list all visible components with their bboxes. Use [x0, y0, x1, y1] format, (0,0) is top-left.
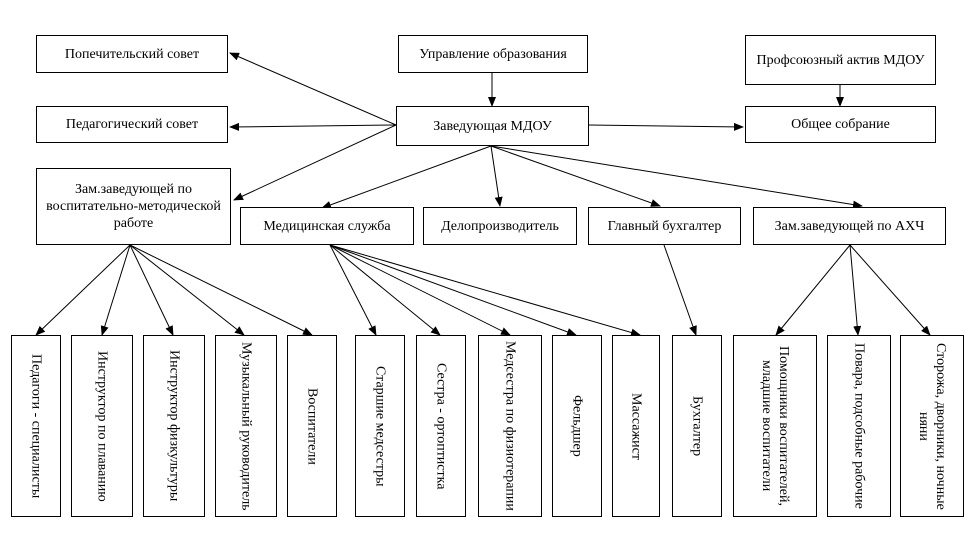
node-board-of-trustees: Попечительский совет — [36, 35, 228, 73]
arrow-dh-to-staff-12 — [775, 244, 851, 336]
arrow-dm-to-staff-2 — [100, 244, 131, 336]
node-label: Сторожа, дворники, ночные няни — [916, 342, 948, 510]
node-label: Общее собрание — [791, 117, 890, 132]
node-label: Инструктор по плаванию — [94, 350, 110, 502]
node-staff-3: Инструктор физкультуры — [143, 335, 205, 517]
arrow-dm-to-staff-1 — [35, 244, 131, 336]
arrow-med-to-staff-7 — [329, 244, 441, 336]
node-deputy-household: Зам.заведующей по АХЧ — [753, 207, 946, 245]
node-label: Попечительский совет — [64, 46, 200, 62]
node-label: Массажист — [628, 392, 644, 460]
arrow-head-to-meeting — [588, 122, 744, 131]
node-label: Старшие медсестры — [372, 365, 388, 487]
node-staff-13: Повара, подсобные рабочие — [827, 335, 891, 517]
node-label: Помощники воспитателей, младшие воспитат… — [759, 346, 791, 506]
node-trade-union: Профсоюзный актив МДОУ — [745, 35, 936, 85]
node-label: Профсоюзный актив МДОУ — [756, 52, 925, 68]
node-label: Повара, подсобные рабочие — [851, 343, 867, 509]
arrow-med-to-staff-10 — [329, 244, 641, 337]
node-staff-7: Сестра - ортоптистка — [416, 335, 466, 517]
node-chief-accountant: Главный бухгалтер — [588, 207, 741, 245]
node-label: Фельдшер — [569, 395, 585, 457]
node-label: Зам.заведующей по воспитательно-методиче… — [46, 182, 221, 231]
node-staff-10: Массажист — [612, 335, 660, 517]
arrow-head-to-deputy-methodical — [233, 124, 397, 201]
node-label: Педагоги - специалисты — [28, 353, 44, 499]
arrow-head-to-trustees — [229, 52, 397, 126]
node-deputy-methodical: Зам.заведующей по воспитательно-методиче… — [36, 168, 231, 245]
node-staff-11: Бухгалтер — [672, 335, 722, 517]
node-staff-2: Инструктор по плаванию — [71, 335, 133, 517]
node-head: Заведующая МДОУ — [396, 106, 589, 146]
node-education-department: Управление образования — [398, 35, 588, 73]
node-label: Медицинская служба — [263, 218, 391, 234]
arrow-med-to-staff-9 — [329, 244, 577, 336]
arrow-head-to-accountant — [490, 145, 661, 207]
node-label: Заведующая МДОУ — [433, 118, 552, 134]
arrow-med-to-staff-8 — [329, 244, 511, 336]
arrow-dm-to-staff-4 — [129, 244, 245, 336]
node-staff-12: Помощники воспитателей, младшие воспитат… — [733, 335, 817, 517]
arrow-head-to-deputy-household — [490, 145, 863, 209]
node-label: Педагогический совет — [65, 117, 199, 132]
arrow-dh-to-staff-14 — [849, 244, 931, 336]
node-staff-14: Сторожа, дворники, ночные няни — [900, 335, 964, 517]
arrow-head-to-medical — [321, 145, 492, 209]
node-label: Главный бухгалтер — [607, 218, 722, 234]
node-staff-6: Старшие медсестры — [355, 335, 405, 517]
node-label: Делопроизводитель — [441, 218, 559, 234]
node-label: Сестра - ортоптистка — [433, 362, 449, 490]
node-label: Воспитатели — [304, 387, 320, 465]
arrow-head-to-clerk — [490, 145, 503, 207]
arrow-med-to-staff-6 — [329, 244, 377, 336]
node-label: Управление образования — [419, 46, 567, 62]
node-staff-1: Педагоги - специалисты — [11, 335, 61, 517]
node-staff-8: Медсестра по физиотерапии — [478, 335, 542, 517]
arrow-dm-to-staff-5 — [129, 244, 313, 336]
node-label: Бухгалтер — [689, 395, 705, 457]
arrow-acc-to-staff-11 — [663, 244, 697, 336]
node-label: Медсестра по физиотерапии — [502, 341, 518, 511]
node-staff-5: Воспитатели — [287, 335, 337, 517]
arrow-dm-to-staff-3 — [129, 244, 174, 336]
node-staff-9: Фельдшер — [552, 335, 602, 517]
node-label: Музыкальный руководитель — [238, 341, 254, 511]
node-label: Зам.заведующей по АХЧ — [774, 218, 925, 234]
node-general-meeting: Общее собрание — [745, 106, 936, 143]
node-medical-service: Медицинская служба — [240, 207, 414, 245]
node-staff-4: Музыкальный руководитель — [215, 335, 277, 517]
node-clerk: Делопроизводитель — [423, 207, 577, 245]
node-label: Инструктор физкультуры — [166, 350, 182, 502]
arrow-dh-to-staff-13 — [849, 244, 862, 336]
node-pedagogical-council: Педагогический совет — [36, 106, 228, 143]
arrow-head-to-pedcouncil — [229, 122, 397, 131]
